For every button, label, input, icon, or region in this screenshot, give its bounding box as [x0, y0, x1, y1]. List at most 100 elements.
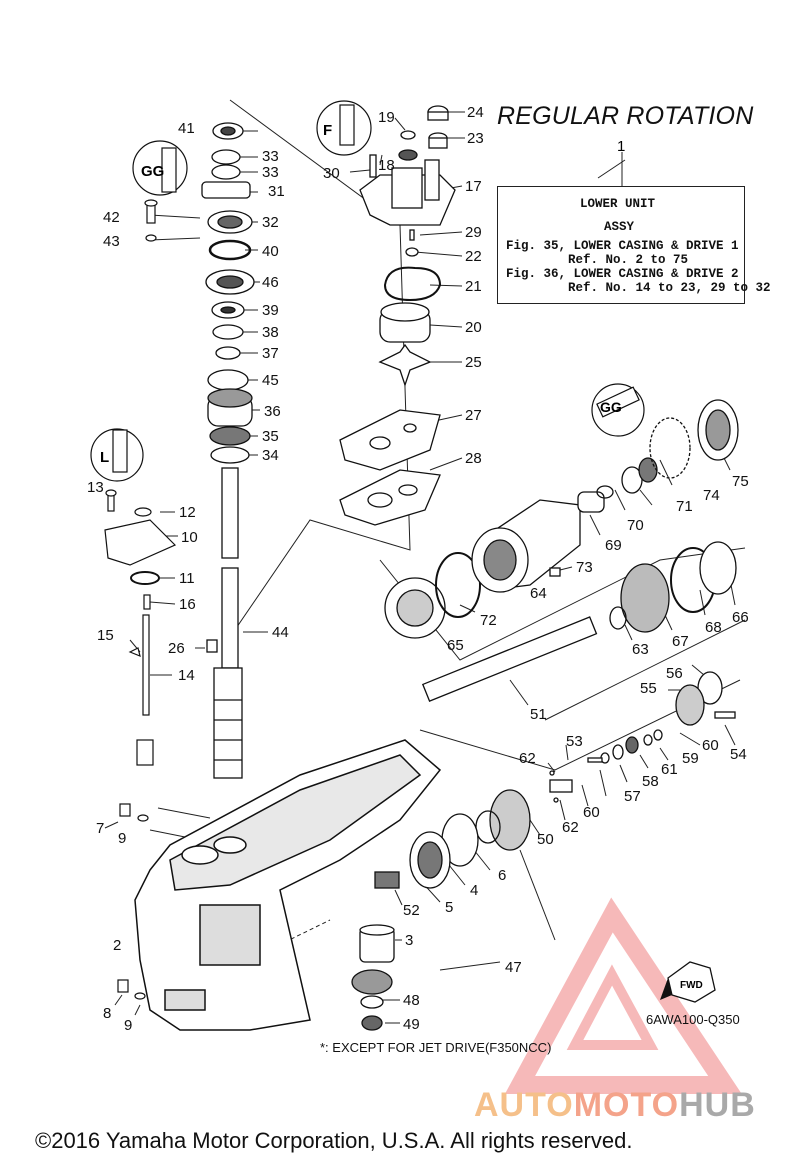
part-label: 41 [178, 120, 195, 137]
part-label: 29 [465, 224, 482, 241]
part-label: 64 [530, 585, 547, 602]
part-label: 61 [661, 761, 678, 778]
part-label: 60 [702, 737, 719, 754]
part-label: 34 [262, 447, 279, 464]
part-label: 7 [96, 820, 104, 837]
part-label: 37 [262, 345, 279, 362]
assembly-info-box: LOWER UNIT ASSY Fig. 35, LOWER CASING & … [497, 186, 771, 304]
info-ref-number: 1 [617, 140, 625, 155]
part-label: 21 [465, 278, 482, 295]
part-label: 18 [378, 157, 395, 174]
footnote: *: EXCEPT FOR JET DRIVE(F350NCC) [320, 1040, 552, 1055]
part-labels: 41 33 33 31 42 32 43 40 46 39 38 37 45 3… [87, 104, 749, 1034]
driveshaft-stack [201, 122, 255, 779]
part-label: 45 [262, 372, 279, 389]
left-small-parts [104, 199, 177, 1000]
part-label: 33 [262, 164, 279, 181]
part-label: 54 [730, 746, 747, 763]
part-label: 19 [378, 109, 395, 126]
part-label: 50 [537, 831, 554, 848]
part-label: 75 [732, 473, 749, 490]
part-label: 55 [640, 680, 657, 697]
part-label: 15 [97, 627, 114, 644]
part-label: 11 [179, 570, 195, 587]
copyright-notice: ©2016 Yamaha Motor Corporation, U.S.A. A… [35, 1128, 633, 1153]
part-label: 12 [179, 504, 196, 521]
part-label: 35 [262, 428, 279, 445]
diagram-title: REGULAR ROTATION [497, 102, 754, 130]
ref-leader: 1 [617, 140, 625, 186]
part-label: 17 [465, 178, 482, 195]
part-label: 74 [703, 487, 720, 504]
watermark-part-3: HUB [679, 1086, 756, 1124]
part-label: 52 [403, 902, 420, 919]
part-label: 6 [498, 867, 506, 884]
part-label: 49 [403, 1016, 420, 1033]
part-label: 59 [682, 750, 699, 767]
part-label: 62 [562, 819, 579, 836]
part-label: 66 [732, 609, 749, 626]
part-label: 71 [676, 498, 693, 515]
watermark-text: AUTOMOTOHUB [474, 1086, 756, 1125]
part-label: 27 [465, 407, 482, 424]
part-label: 48 [403, 992, 420, 1009]
part-label: 31 [268, 183, 285, 200]
water-pump-parts [339, 105, 456, 526]
part-label: 44 [272, 624, 289, 641]
part-label: 72 [480, 612, 497, 629]
part-label: 13 [87, 479, 104, 496]
part-label: 68 [705, 619, 722, 636]
fwd-label: FWD [680, 980, 703, 991]
badge-l1: L [100, 449, 109, 466]
part-label: 38 [262, 324, 279, 341]
info-line-4: Ref. No. 2 to 75 [568, 253, 689, 267]
part-label: 51 [530, 706, 547, 723]
lubricant-badges [90, 100, 645, 482]
part-label: 26 [168, 640, 185, 657]
part-label: 9 [118, 830, 126, 847]
badge-gg2: GG [600, 399, 622, 415]
part-label: 69 [605, 537, 622, 554]
part-label: 42 [103, 209, 120, 226]
part-label: 14 [178, 667, 195, 684]
fwd-arrow-icon: FWD [660, 961, 716, 1003]
part-label: 60 [583, 804, 600, 821]
part-label: 24 [467, 104, 484, 121]
part-label: 16 [179, 596, 196, 613]
part-label: 57 [624, 788, 641, 805]
part-label: 5 [445, 899, 453, 916]
watermark-logo-icon [504, 897, 742, 1094]
part-label: 23 [467, 130, 484, 147]
part-label: 28 [465, 450, 482, 467]
part-label: 67 [672, 633, 689, 650]
info-line-2: ASSY [604, 220, 635, 234]
part-label: 8 [103, 1005, 111, 1022]
lower-casing [134, 739, 442, 1031]
part-label: 22 [465, 248, 482, 265]
watermark-part-1: AUTO [474, 1086, 574, 1124]
watermark-part-2: MOTO [573, 1086, 680, 1124]
part-label: 3 [405, 932, 413, 949]
part-label: 20 [465, 319, 482, 336]
part-label: 9 [124, 1017, 132, 1034]
info-line-6: Ref. No. 14 to 23, 29 to 32 [568, 281, 771, 295]
part-label: 73 [576, 559, 593, 576]
diagram-code: 6AWA100-Q350 [646, 1012, 740, 1027]
badge-gg1: GG [141, 163, 164, 180]
part-label: 58 [642, 773, 659, 790]
part-label: 63 [632, 641, 649, 658]
part-label: 40 [262, 243, 279, 260]
part-label: 53 [566, 733, 583, 750]
part-label: 2 [113, 937, 121, 954]
part-label: 70 [627, 517, 644, 534]
part-label: 62 [519, 750, 536, 767]
info-line-1: LOWER UNIT [580, 197, 656, 211]
part-label: 47 [505, 959, 522, 976]
part-label: 65 [447, 637, 464, 654]
part-label: 46 [262, 274, 279, 291]
prop-shaft-housing [351, 399, 739, 1031]
info-line-3: Fig. 35, LOWER CASING & DRIVE 1 [506, 239, 739, 253]
part-label: 30 [323, 165, 340, 182]
part-label: 4 [470, 882, 478, 899]
